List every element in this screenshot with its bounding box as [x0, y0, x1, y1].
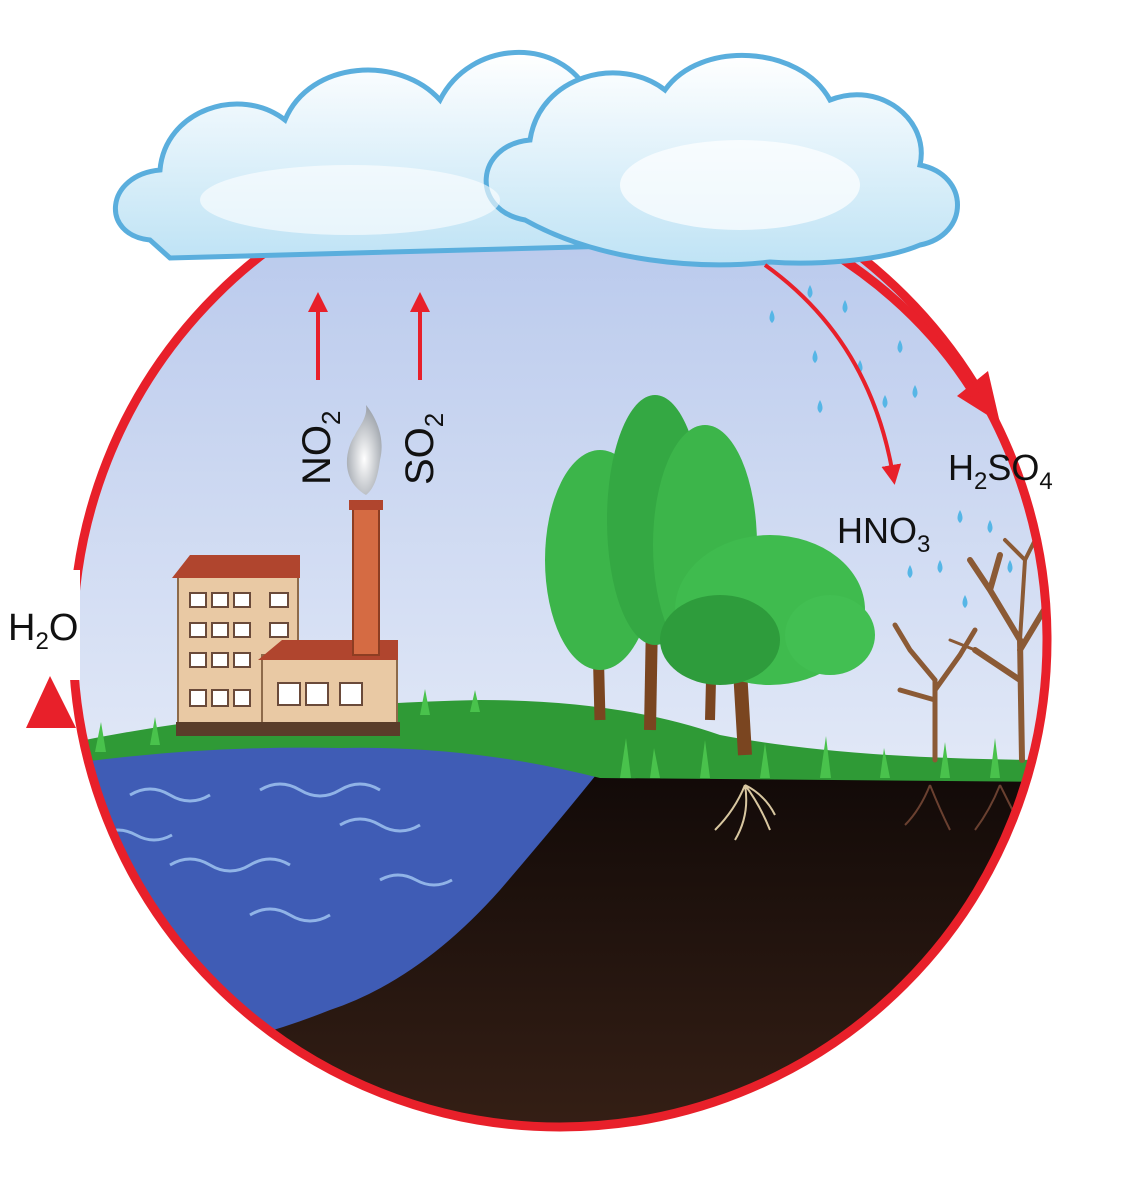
label-h2so4: H2SO4	[948, 447, 1053, 495]
cycle-arrowhead-right	[957, 371, 1000, 423]
tree-icon	[545, 395, 875, 756]
cloud-icon	[112, 49, 960, 268]
label-no2: NO2	[295, 411, 346, 485]
chimney-smoke-icon	[346, 405, 382, 495]
water-waves	[99, 782, 453, 923]
label-h2o: H2O	[8, 607, 78, 655]
label-hno3: HNO3	[837, 510, 930, 558]
chimney	[352, 504, 380, 656]
ring-gap	[40, 570, 80, 680]
hno3-arrow	[763, 263, 902, 485]
chimney-cap	[349, 500, 383, 510]
cycle-arrowhead-left	[26, 676, 76, 728]
factory-icon	[172, 555, 400, 736]
root-icon	[714, 784, 776, 841]
dead-root-icon	[904, 784, 1021, 831]
grass-tufts	[95, 689, 1039, 778]
label-so2: SO2	[398, 413, 449, 485]
